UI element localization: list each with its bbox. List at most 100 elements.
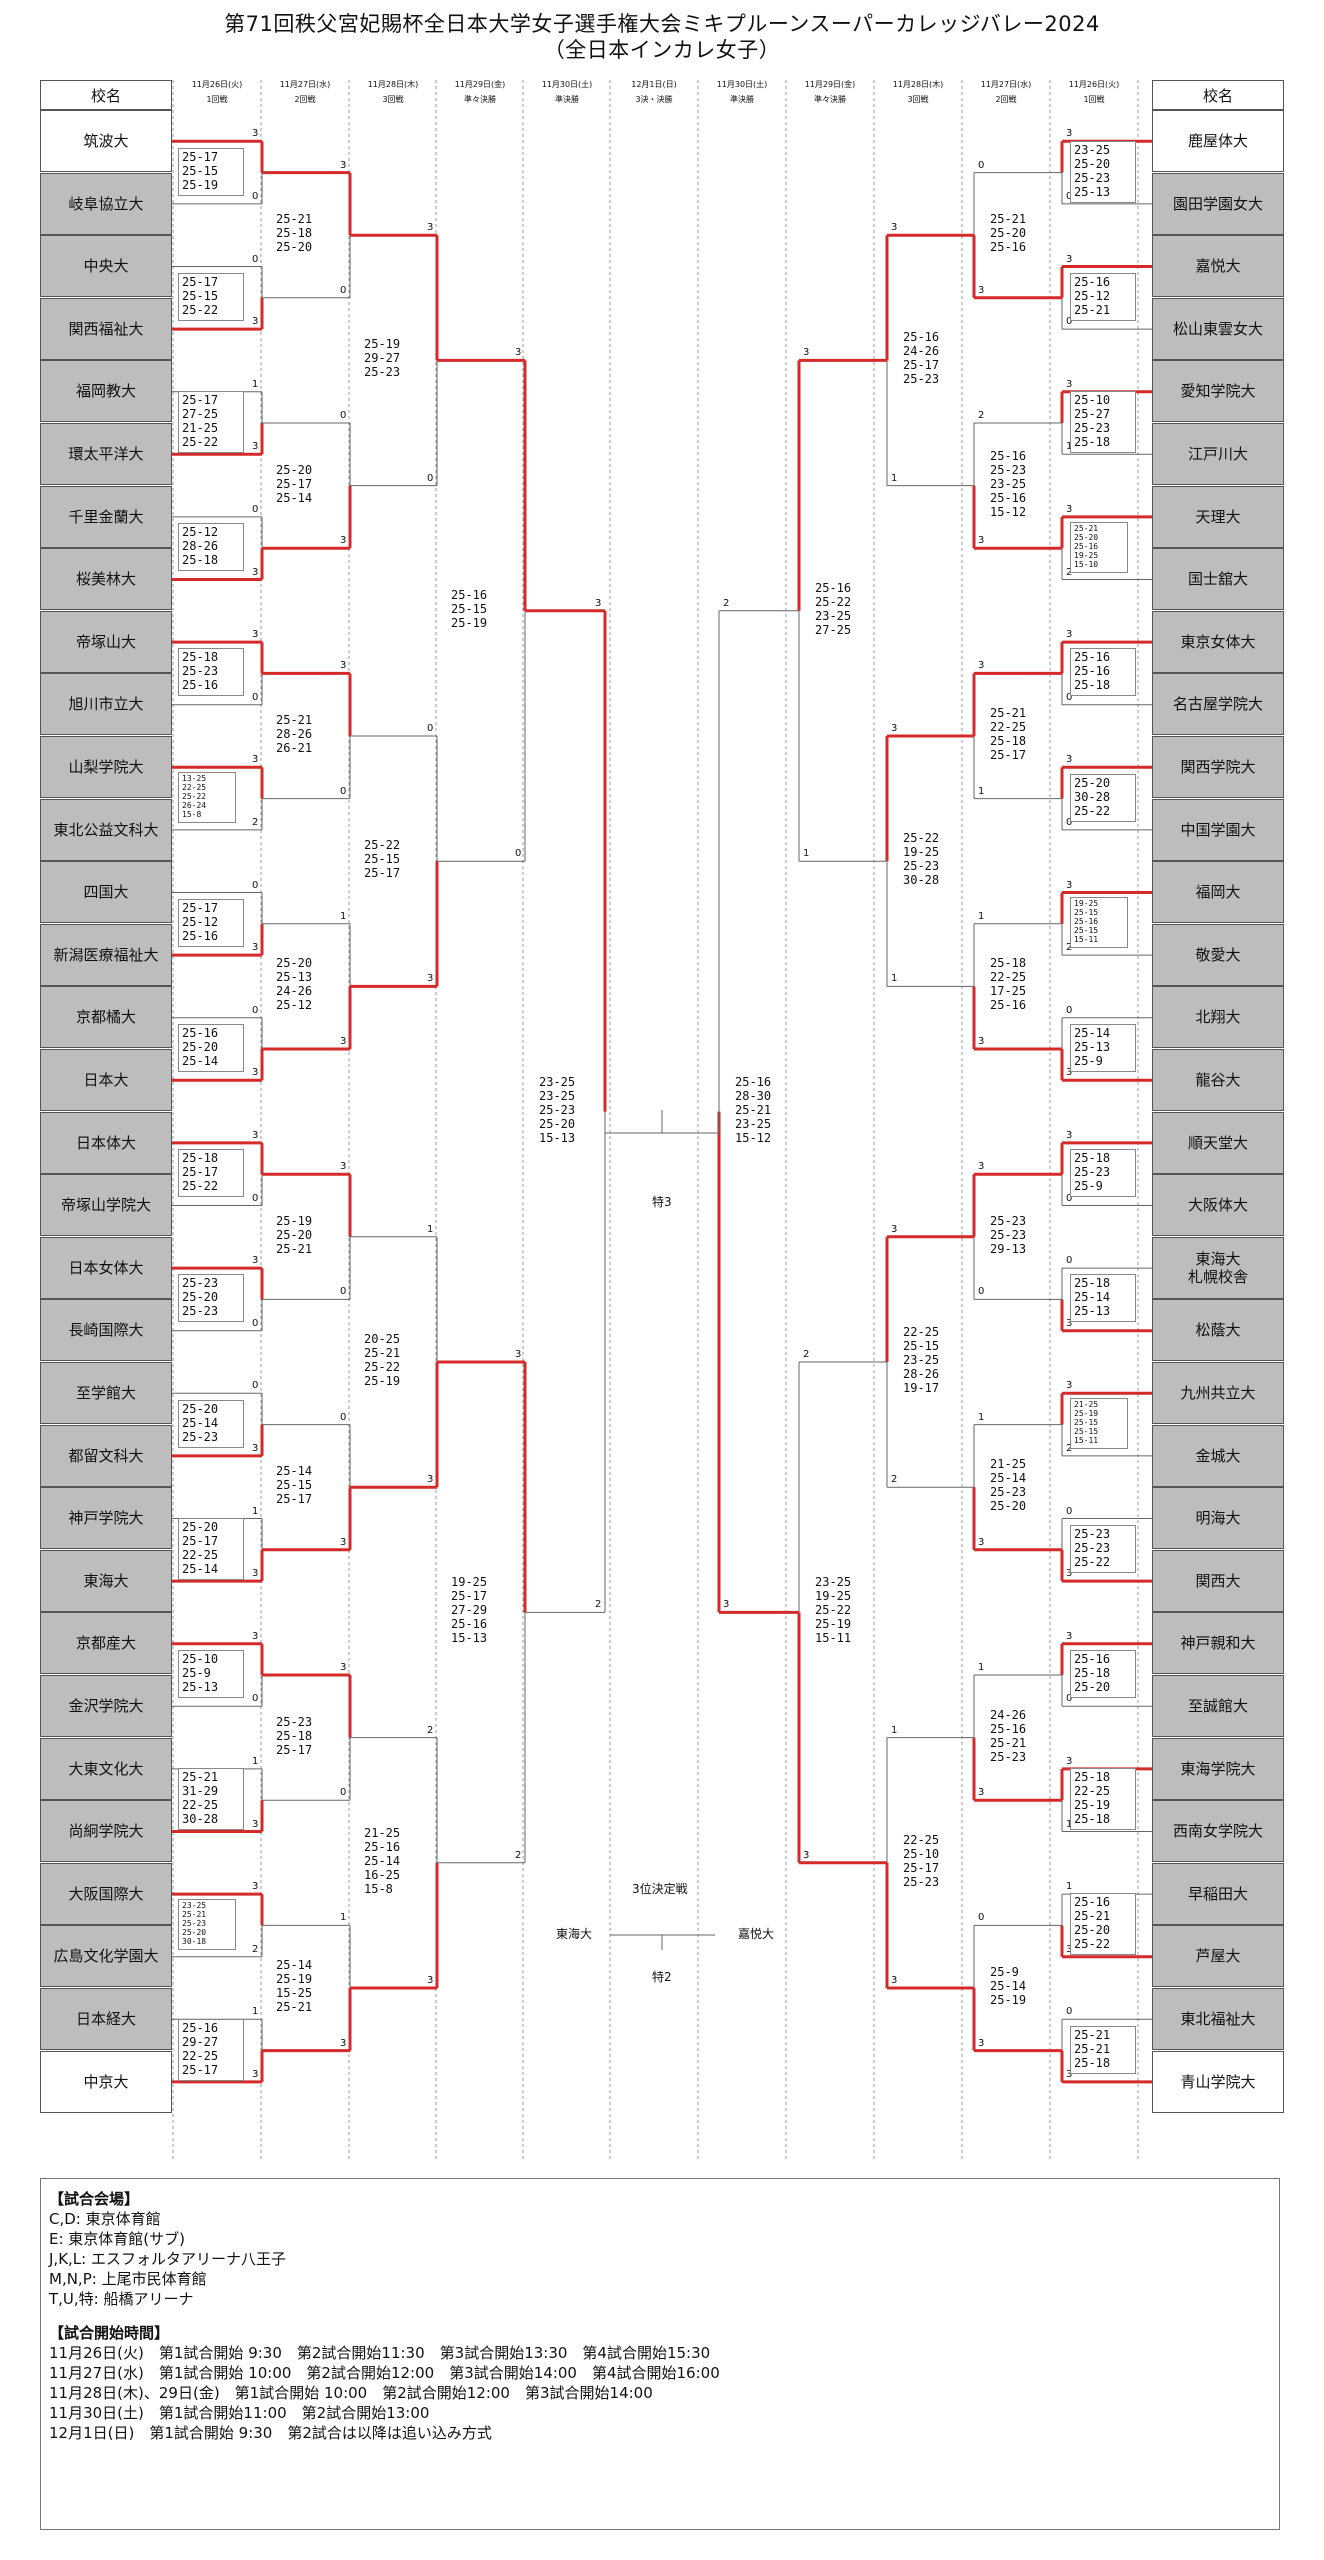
set-count: 3 bbox=[1066, 754, 1073, 766]
set-scores: 25-16 28-30 25-21 23-25 15-12 bbox=[735, 1074, 772, 1145]
set-scores: 22-25 25-15 23-25 28-26 19-17 bbox=[903, 1325, 940, 1395]
score-box bbox=[178, 1274, 244, 1323]
team-name-right: 天理大 bbox=[1152, 485, 1284, 548]
team-name-left: 大東文化大 bbox=[40, 1737, 172, 1800]
team-name-left: 筑波大 bbox=[40, 110, 172, 172]
team-name-left: 山梨学院大 bbox=[40, 736, 172, 798]
team-name-right: 関西学院大 bbox=[1152, 736, 1284, 798]
set-scores: 25-18 25-23 25-16 bbox=[182, 650, 219, 693]
set-count: 0 bbox=[427, 472, 434, 484]
round-name: 3回戦 bbox=[907, 95, 929, 104]
score-box bbox=[1070, 1274, 1136, 1323]
time-line: 11月26日(火) 第1試合開始 9:30 第2試合開始11:30 第3試合開始… bbox=[49, 2344, 711, 2362]
set-count: 3 bbox=[427, 222, 434, 234]
set-scores: 20-25 25-21 25-22 25-19 bbox=[364, 1332, 401, 1388]
set-scores: 19-25 25-15 25-16 25-15 15-11 bbox=[1074, 899, 1099, 945]
round-header: 11月30日(土)準決勝 bbox=[701, 79, 783, 105]
team-name-right: 東海学院大 bbox=[1152, 1737, 1284, 1800]
team-name-right: 関西大 bbox=[1152, 1549, 1284, 1612]
set-count: 3 bbox=[978, 2037, 985, 2049]
set-scores: 21-25 25-16 25-14 16-25 15-8 bbox=[364, 1825, 401, 1896]
round-header: 11月29日(金) 準々決勝 bbox=[789, 79, 871, 105]
team-name-left: 旭川市立大 bbox=[40, 673, 172, 736]
set-scores: 25-21 25-20 25-16 bbox=[990, 212, 1027, 255]
set-scores: 23-25 25-21 25-23 25-20 30-18 bbox=[182, 1900, 207, 1946]
round-header: 11月28日(木)3回戦 bbox=[352, 79, 434, 105]
set-scores: 25-23 25-23 29-13 bbox=[990, 1213, 1027, 1256]
set-scores: 23-25 25-20 25-23 25-13 bbox=[1074, 142, 1111, 199]
team-name-right: 江戸川大 bbox=[1152, 423, 1284, 485]
round-header: 11月27日(水)2回戦 bbox=[965, 79, 1047, 105]
set-scores: 25-18 22-25 25-19 25-18 bbox=[1074, 1770, 1111, 1827]
set-scores: 25-16 25-20 25-14 bbox=[182, 1026, 219, 1068]
set-scores: 25-14 25-19 15-25 25-21 bbox=[276, 1958, 313, 2014]
team-name-left: 金沢学院大 bbox=[40, 1675, 172, 1737]
set-count: 1 bbox=[891, 1724, 898, 1736]
time-title: 【試合開始時間】 bbox=[49, 2324, 170, 2342]
team-name-left: 関西福祉大 bbox=[40, 297, 172, 360]
school-header-right: 校名 bbox=[1152, 80, 1284, 110]
team-name-right: 西南女学院大 bbox=[1152, 1800, 1284, 1863]
set-scores: 25-16 29-27 22-25 25-17 bbox=[182, 2020, 219, 2077]
team-name-left: 神戸学院大 bbox=[40, 1487, 172, 1550]
set-count: 0 bbox=[252, 1317, 259, 1329]
set-count: 0 bbox=[252, 1380, 259, 1392]
team-name-right: 東京女体大 bbox=[1152, 610, 1284, 673]
team-name-right: 名古屋学院大 bbox=[1152, 673, 1284, 736]
set-count: 1 bbox=[1066, 442, 1072, 452]
set-count: 2 bbox=[595, 1599, 602, 1611]
set-count: 0 bbox=[252, 190, 259, 202]
team-name-left: 福岡教大 bbox=[40, 360, 172, 423]
set-count: 2 bbox=[515, 1849, 522, 1861]
team-name-right: 早稲田大 bbox=[1152, 1862, 1284, 1925]
set-scores: 25-19 29-27 25-23 bbox=[364, 337, 401, 380]
set-count: 1 bbox=[340, 1912, 347, 1924]
score-box bbox=[178, 1650, 244, 1698]
set-count: 3 bbox=[978, 535, 985, 547]
round-date: 11月26日(火) bbox=[1068, 80, 1120, 89]
set-scores: 22-25 25-10 25-17 25-23 bbox=[903, 1832, 940, 1889]
set-scores: 25-20 30-28 25-22 bbox=[1074, 775, 1111, 818]
round-date: 11月29日(金) bbox=[804, 80, 856, 89]
team-name-right: 愛知学院大 bbox=[1152, 360, 1284, 423]
team-name-right: 明海大 bbox=[1152, 1487, 1284, 1550]
set-count: 3 bbox=[427, 973, 434, 985]
set-count: 3 bbox=[978, 1787, 985, 1799]
set-count: 1 bbox=[252, 378, 259, 390]
set-count: 3 bbox=[340, 535, 347, 547]
team-name-left: 桜美林大 bbox=[40, 548, 172, 611]
team-name-right: 東北福祉大 bbox=[1152, 1988, 1284, 2050]
third-place-right-team: 嘉悦大 bbox=[738, 1927, 775, 1941]
set-scores: 25-22 25-15 25-17 bbox=[364, 838, 401, 881]
third-place-venue-label: 特2 bbox=[652, 1970, 672, 1984]
set-count: 3 bbox=[891, 1975, 898, 1986]
team-name-right: 福岡大 bbox=[1152, 861, 1284, 924]
set-count: 3 bbox=[252, 942, 259, 954]
set-count: 0 bbox=[515, 848, 522, 860]
team-name-left: 帝塚山大 bbox=[40, 610, 172, 673]
set-count: 0 bbox=[1066, 1693, 1073, 1705]
round-name: 1回戦 bbox=[206, 95, 228, 104]
set-count: 3 bbox=[891, 723, 898, 734]
set-count: 0 bbox=[1066, 316, 1073, 328]
team-name-left: 日本大 bbox=[40, 1049, 172, 1111]
team-name-left: 大阪国際大 bbox=[40, 1862, 172, 1925]
set-count: 3 bbox=[1066, 2068, 1073, 2080]
score-box bbox=[1070, 1893, 1136, 1956]
team-name-right: 国士舘大 bbox=[1152, 548, 1284, 611]
round-name: 準々決勝 bbox=[814, 95, 846, 104]
set-scores: 25-21 25-18 25-20 bbox=[276, 212, 313, 255]
venue-line: E: 東京体育館(サブ) bbox=[49, 2230, 186, 2248]
set-count: 0 bbox=[1066, 1505, 1073, 1517]
set-scores: 25-20 25-14 25-23 bbox=[182, 1401, 219, 1444]
round-date: 11月27日(水) bbox=[279, 80, 331, 89]
set-scores: 25-17 27-25 21-25 25-22 bbox=[182, 393, 219, 449]
venue-line: C,D: 東京体育館 bbox=[49, 2210, 161, 2228]
set-scores: 25-21 25-20 25-16 19-25 15-10 bbox=[1074, 523, 1099, 569]
set-count: 3 bbox=[891, 1223, 898, 1235]
set-count: 3 bbox=[340, 1036, 347, 1047]
set-count: 0 bbox=[340, 1411, 347, 1423]
score-box bbox=[178, 1517, 244, 1580]
set-count: 3 bbox=[252, 1255, 259, 1267]
set-scores: 25-10 25-27 25-23 25-18 bbox=[1074, 393, 1111, 449]
